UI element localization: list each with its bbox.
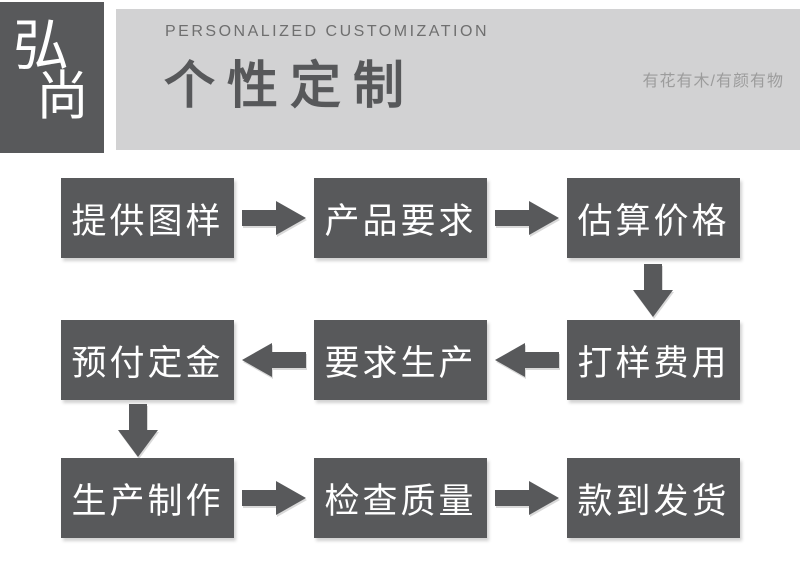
arrow-down-icon <box>118 404 158 457</box>
arrow-down-icon <box>633 264 673 317</box>
step-production: 生产制作 <box>61 458 234 538</box>
step-request-production: 要求生产 <box>314 320 487 400</box>
arrow-left-icon <box>495 343 559 377</box>
header-banner: PERSONALIZED CUSTOMIZATION 个性定制 有花有木/有颜有… <box>116 9 800 150</box>
arrow-right-icon <box>242 481 306 515</box>
step-ship-on-payment: 款到发货 <box>567 458 740 538</box>
brand-logo: 弘 尚 <box>0 2 104 153</box>
arrow-left-icon <box>242 343 306 377</box>
step-provide-drawings: 提供图样 <box>61 178 234 258</box>
logo-char-bottom: 尚 <box>36 67 89 126</box>
step-product-requirements: 产品要求 <box>314 178 487 258</box>
arrow-right-icon <box>495 481 559 515</box>
step-sample-fee: 打样费用 <box>567 320 740 400</box>
step-pay-deposit: 预付定金 <box>61 320 234 400</box>
arrow-right-icon <box>242 201 306 235</box>
step-estimate-price: 估算价格 <box>567 178 740 258</box>
arrow-right-icon <box>495 201 559 235</box>
tagline-text: 有花有木/有颜有物 <box>642 73 784 90</box>
eyebrow-text: PERSONALIZED CUSTOMIZATION <box>165 23 489 40</box>
logo-char-top: 弘 <box>13 14 69 77</box>
page-title: 个性定制 <box>164 57 417 114</box>
step-quality-inspection: 检查质量 <box>314 458 487 538</box>
